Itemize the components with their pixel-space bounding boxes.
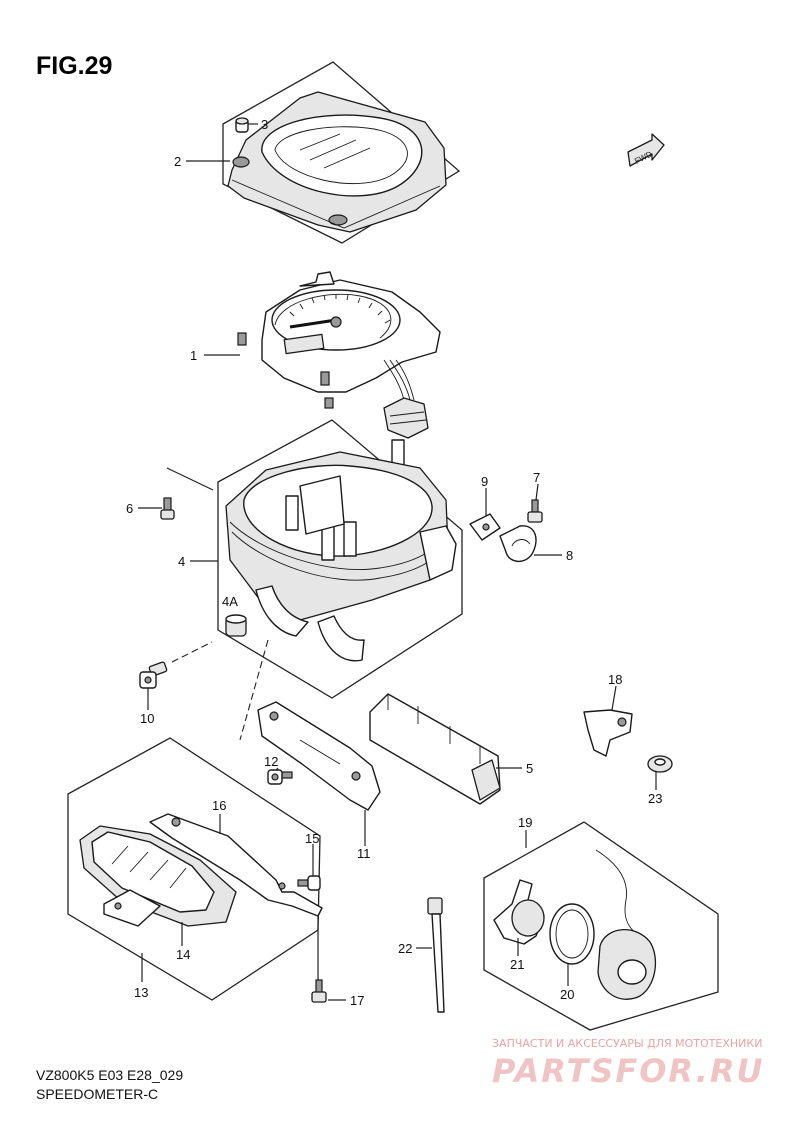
footer-code: VZ800K5 E03 E28_029	[36, 1067, 183, 1083]
sensor-box	[483, 821, 719, 1031]
case-box	[217, 419, 463, 699]
callout-12: 12	[264, 754, 278, 769]
callout-21: 21	[510, 957, 524, 972]
bolt-10	[139, 641, 213, 689]
callout-18: 18	[608, 672, 622, 687]
callout-23: 23	[648, 791, 662, 806]
bracket-5	[369, 693, 501, 805]
clamp-9	[469, 513, 501, 541]
meter-case-group	[217, 419, 463, 699]
callout-9: 9	[481, 474, 488, 489]
callout-14: 14	[176, 947, 190, 962]
nut-23	[647, 755, 673, 773]
callout-2: 2	[174, 154, 181, 169]
leader-lines	[138, 123, 657, 1001]
screw-7	[527, 499, 543, 523]
callout-4: 4	[178, 554, 185, 569]
callout-4a: 4A	[222, 594, 238, 609]
cable-tie-22	[427, 897, 445, 1013]
cushion-4a	[225, 614, 247, 637]
callout-8: 8	[566, 548, 573, 563]
callout-labels: 1 2 3 4 4A 5 6 7 8 9 10 11 12 13 14 15 1…	[126, 117, 662, 1008]
callout-3: 3	[261, 117, 268, 132]
callout-11: 11	[357, 846, 371, 861]
sensor-group	[483, 821, 719, 1031]
screw-17	[311, 979, 327, 1003]
callout-19: 19	[518, 815, 532, 830]
bracket-18	[583, 709, 633, 757]
callout-7: 7	[533, 470, 540, 485]
meter-cover-group	[222, 61, 461, 244]
tachometer-group	[67, 737, 323, 1001]
clamp-8	[499, 525, 537, 562]
callout-22: 22	[398, 941, 412, 956]
callout-20: 20	[560, 987, 574, 1002]
footer-name: SPEEDOMETER-C	[36, 1086, 158, 1102]
speedometer-unit	[237, 271, 441, 409]
callout-15: 15	[305, 831, 319, 846]
callout-1: 1	[190, 348, 197, 363]
screw-6	[160, 467, 214, 520]
callout-16: 16	[212, 798, 226, 813]
bracket-11	[239, 639, 381, 811]
callout-5: 5	[526, 761, 533, 776]
screw-15	[297, 875, 321, 891]
watermark-tagline: ЗАПЧАСТИ И АКСЕССУАРЫ ДЛЯ МОТОТЕХНИКИ	[492, 1037, 762, 1050]
screw-12	[267, 769, 293, 785]
callout-6: 6	[126, 501, 133, 516]
callout-10: 10	[140, 711, 154, 726]
cover-mount-hole	[232, 156, 250, 168]
fwd-arrow-icon: FWD	[627, 133, 665, 167]
meter-stud	[237, 332, 247, 346]
grommet	[235, 117, 249, 133]
seal-20	[549, 903, 595, 965]
watermark-brand: PARTSFOR.RU	[492, 1052, 764, 1090]
figure-title: FIG.29	[36, 52, 112, 80]
callout-17: 17	[350, 993, 364, 1008]
cover-window	[261, 114, 423, 197]
callout-13: 13	[134, 985, 148, 1000]
